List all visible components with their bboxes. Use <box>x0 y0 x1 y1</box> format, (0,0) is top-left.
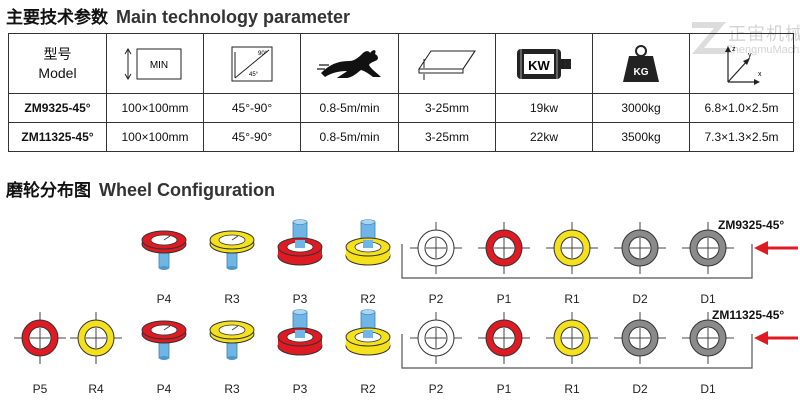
wheel-p2-icon <box>410 312 462 364</box>
thickness-icon: MIN <box>124 47 182 80</box>
row-dimension: 6.8×1.0×2.5m <box>689 93 794 123</box>
wheel-label: P5 <box>32 382 48 396</box>
row-speed: 0.8-5m/min <box>300 93 399 123</box>
row-angle: 45°-90° <box>203 122 301 152</box>
wheel-r3-icon <box>209 230 255 270</box>
svg-text:z: z <box>732 46 736 53</box>
dimension-axes-icon: z y x <box>724 45 762 85</box>
speed-rabbit-icon <box>316 49 381 78</box>
table-row: ZM9325-45° 100×100mm 45°-90° 0.8-5m/min … <box>8 93 794 123</box>
wheel-label: R1 <box>564 292 580 306</box>
wheel-p3-icon <box>277 309 323 356</box>
wheel-label: D2 <box>632 382 648 396</box>
wheel-r1-icon <box>546 222 598 274</box>
row-model: ZM11325-45° <box>8 122 107 152</box>
col-power-header: KW <box>495 33 593 94</box>
row-speed: 0.8-5m/min <box>300 122 399 152</box>
spec-table: 型号 Model MIN 90° 45° <box>8 33 794 152</box>
col-speed-header <box>300 33 399 94</box>
table-row: ZM11325-45° 100×100mm 45°-90° 0.8-5m/min… <box>8 122 794 152</box>
power-icon-text: KW <box>528 58 550 73</box>
row-power: 22kw <box>495 122 593 152</box>
wheel-row-model: ZM11325-45° <box>712 308 785 322</box>
col-angle-header: 90° 45° <box>203 33 301 94</box>
row-weight: 3000kg <box>592 93 690 123</box>
wheel-r2-icon <box>345 309 391 356</box>
col-thickness-header <box>398 33 496 94</box>
row-weight: 3500kg <box>592 122 690 152</box>
wheel-d1-icon <box>682 222 734 274</box>
row-angle: 45°-90° <box>203 93 301 123</box>
wheel-guide-line <box>401 244 753 279</box>
wheel-guide-line <box>401 334 753 369</box>
row-thickness: 3-25mm <box>398 122 496 152</box>
wheel-p5-icon <box>14 312 66 364</box>
wheel-label: R2 <box>360 382 376 396</box>
section-title-cn: 主要技术参数 <box>6 8 108 28</box>
section-title-en: Main technology parameter <box>116 7 351 27</box>
wheel-label: P3 <box>292 382 308 396</box>
wheel-label: D1 <box>700 382 716 396</box>
wheel-r3-icon <box>209 320 255 360</box>
wheel-p3-icon <box>277 219 323 266</box>
wheel-label: R4 <box>88 382 104 396</box>
row-size: 100×100mm <box>106 93 204 123</box>
wheel-label: P2 <box>428 292 444 306</box>
wheel-label: P1 <box>496 382 512 396</box>
wheel-p1-icon <box>478 312 530 364</box>
section-heading-wheels: 磨轮分布图 Wheel Configuration <box>6 176 275 201</box>
col-size-header: MIN <box>106 33 204 94</box>
row-size: 100×100mm <box>106 122 204 152</box>
col-weight-header: KG <box>592 33 690 94</box>
wheel-p1-icon <box>478 222 530 274</box>
wheel-label: P4 <box>156 292 172 306</box>
feed-direction-arrow-icon <box>754 241 798 255</box>
row-thickness: 3-25mm <box>398 93 496 123</box>
weight-icon: KG <box>623 44 659 82</box>
wheel-label: P4 <box>156 382 172 396</box>
wheel-d1-icon <box>682 312 734 364</box>
model-header-en: Model <box>38 64 77 81</box>
wheel-p4-icon <box>141 230 187 270</box>
wheel-label: R2 <box>360 292 376 306</box>
wheel-label: P2 <box>428 382 444 396</box>
svg-text:y: y <box>748 52 752 59</box>
angle-bottom-text: 45° <box>249 72 259 78</box>
section-title-en: Wheel Configuration <box>99 180 275 200</box>
wheel-label: R3 <box>224 292 240 306</box>
col-dimension-header: z y x <box>689 33 794 94</box>
bevel-angle-icon: 90° 45° <box>231 46 273 81</box>
wheel-label: P3 <box>292 292 308 306</box>
wheel-p2-icon <box>410 222 462 274</box>
thickness-icon-text: MIN <box>150 60 168 71</box>
wheel-label: R1 <box>564 382 580 396</box>
model-header-cn: 型号 <box>43 45 72 62</box>
row-dimension: 7.3×1.3×2.5m <box>689 122 794 152</box>
feed-direction-arrow-icon <box>754 331 798 345</box>
row-power: 19kw <box>495 93 593 123</box>
motor-power-icon: KW <box>517 48 571 79</box>
wheel-d2-icon <box>614 222 666 274</box>
row-model: ZM9325-45° <box>8 93 107 123</box>
wheel-d2-icon <box>614 312 666 364</box>
model-header: 型号 Model <box>8 33 107 94</box>
angle-top-text: 90° <box>258 51 268 57</box>
wheel-row-model: ZM9325-45° <box>718 218 785 232</box>
section-title-cn: 磨轮分布图 <box>6 181 91 201</box>
wheel-label: D2 <box>632 292 648 306</box>
wheel-r4-icon <box>70 312 122 364</box>
section-heading-parameters: 主要技术参数 Main technology parameter <box>6 3 350 28</box>
wheel-r1-icon <box>546 312 598 364</box>
table-header-row: 型号 Model MIN 90° 45° <box>8 33 794 94</box>
wheel-label: D1 <box>700 292 716 306</box>
wheel-label: P1 <box>496 292 512 306</box>
glass-thickness-icon <box>418 50 476 80</box>
svg-text:x: x <box>758 71 762 78</box>
weight-icon-text: KG <box>634 67 649 78</box>
wheel-r2-icon <box>345 219 391 266</box>
wheel-p4-icon <box>141 320 187 360</box>
wheel-label: R3 <box>224 382 240 396</box>
